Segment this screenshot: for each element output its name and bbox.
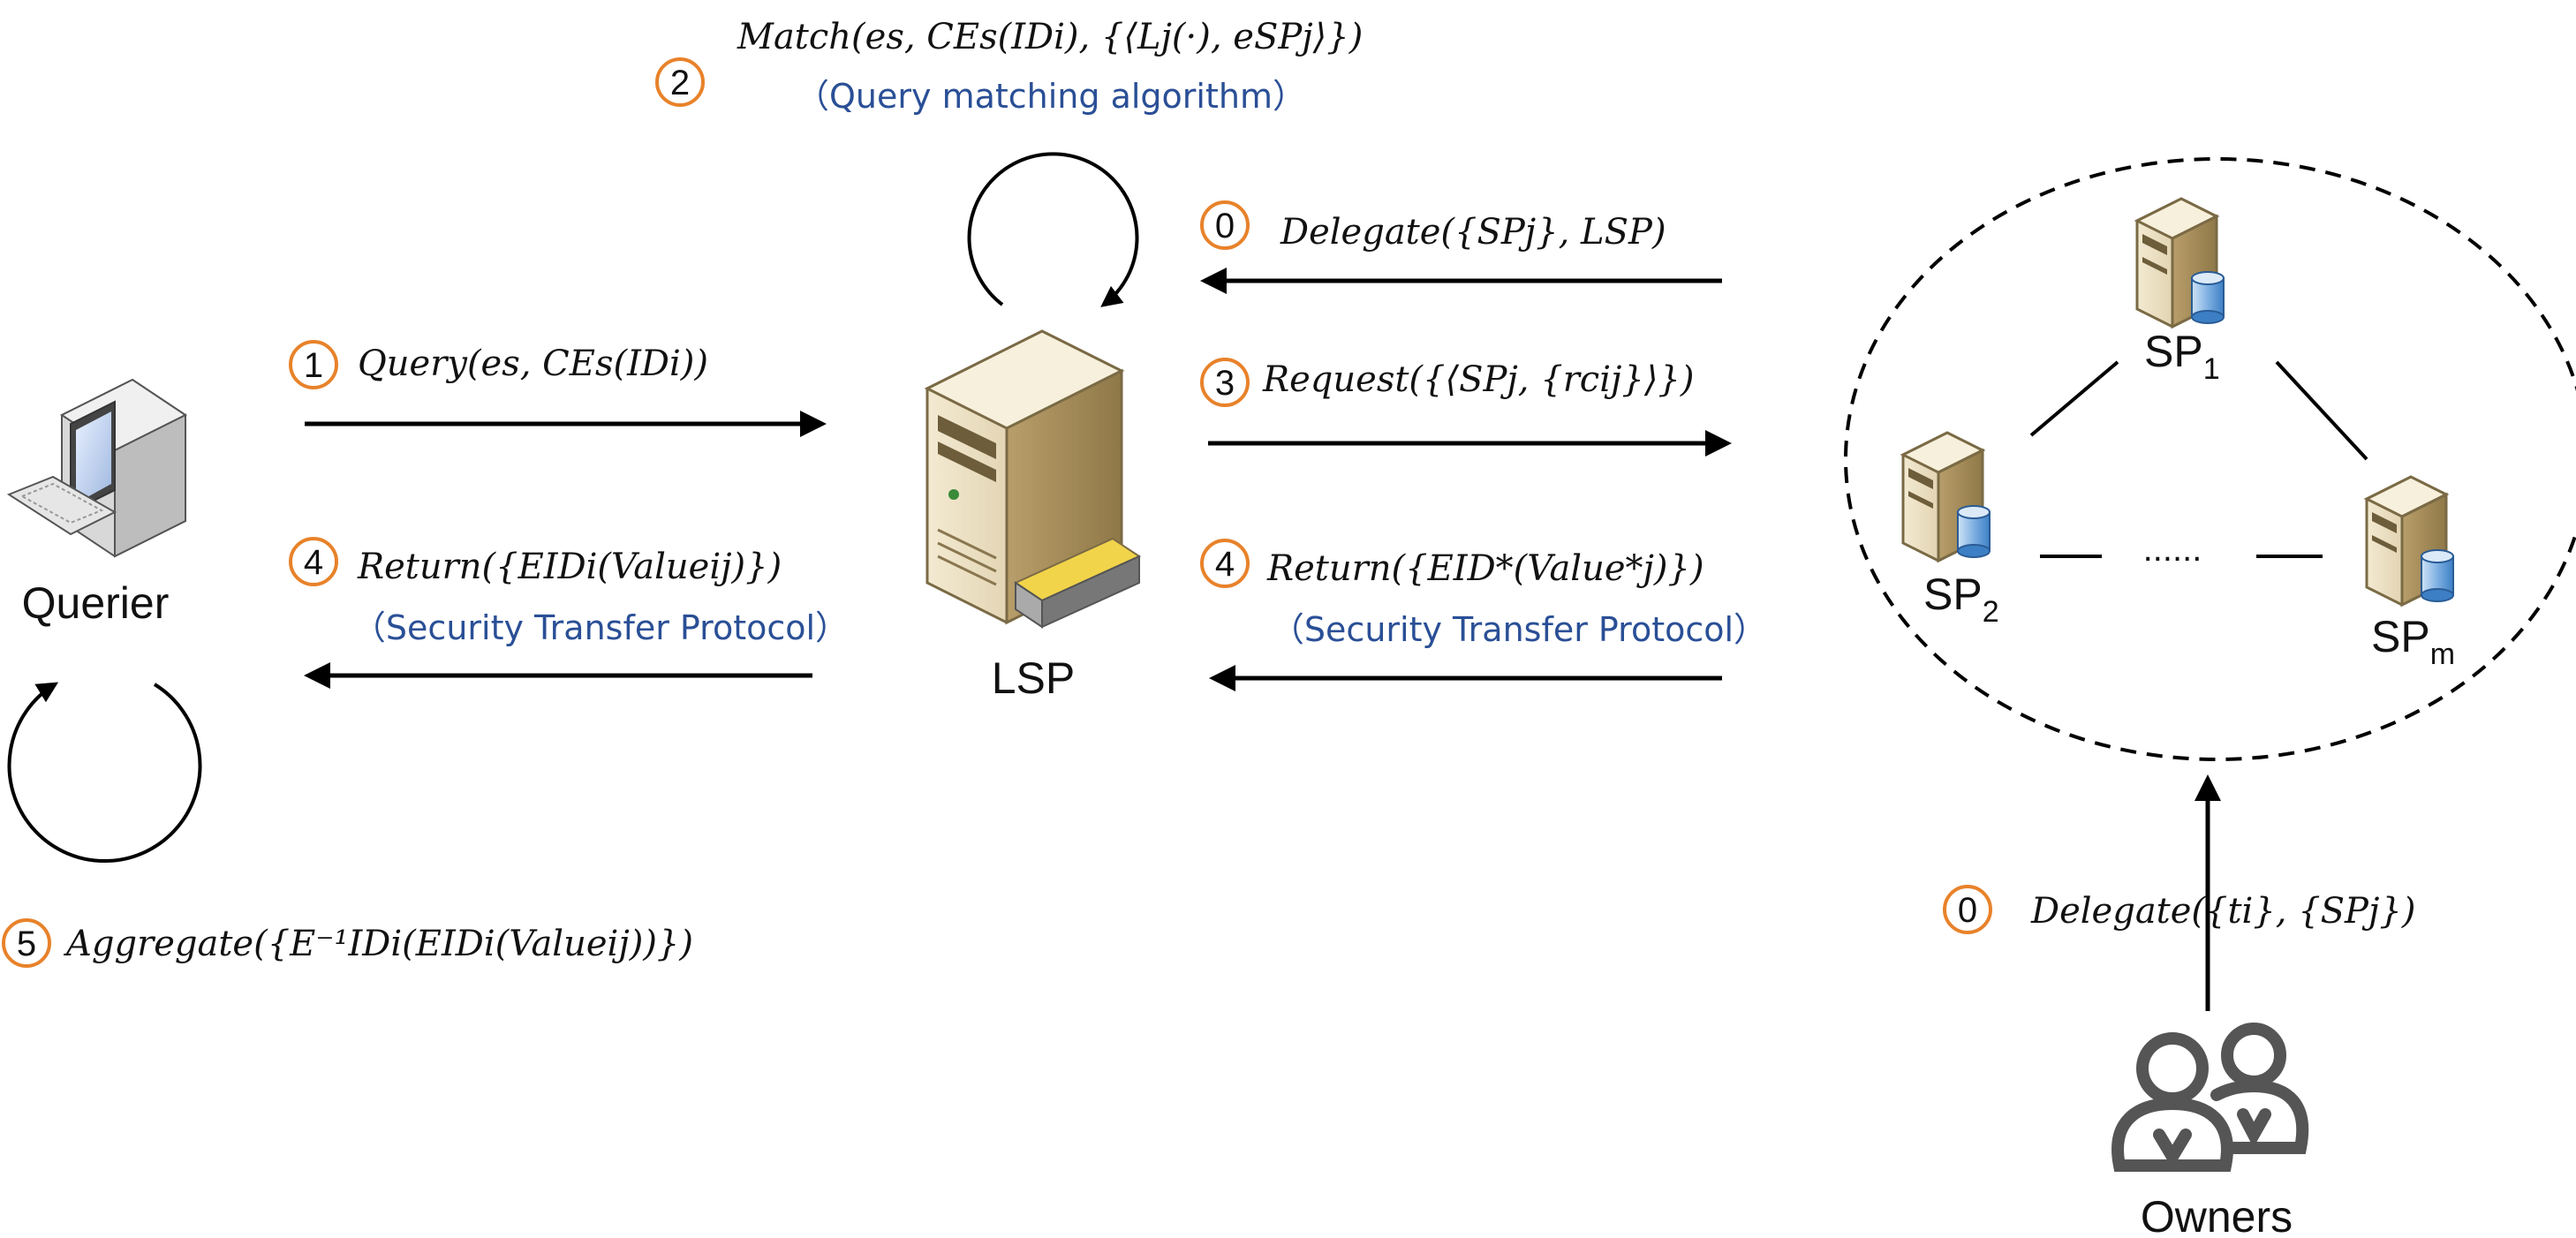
step-2-formula: Match(es, CEs(IDi), {⟨Lj(·), eSPj⟩})	[737, 17, 1363, 57]
sp-dots: ......	[2143, 530, 2202, 569]
step-0b-number: 0	[1958, 891, 1977, 930]
sp1-spm-link	[2275, 360, 2368, 461]
database-icon	[2421, 549, 2454, 602]
spm-server-icon	[2363, 475, 2454, 608]
step-5-formula: Aggregate({E⁻¹IDi(EIDi(Valueij))})	[63, 924, 693, 964]
database-icon	[1957, 505, 1991, 558]
step-0a-formula: Delegate({SPj}, LSP)	[1280, 212, 1666, 253]
sp1-server-icon	[2134, 197, 2225, 329]
step-4a-subtitle: （Security Transfer Protocol）	[352, 608, 849, 647]
step-0b-formula: Delegate({ti}, {SPj})	[2030, 891, 2415, 932]
step-3-formula: Request({⟨SPj, {rcij}⟩})	[1262, 359, 1695, 400]
step-1-badge	[289, 340, 338, 389]
step-4a-badge	[289, 537, 338, 586]
step-4b-badge	[1200, 539, 1250, 588]
step-1-formula: Query(es, CEs(IDi))	[358, 343, 708, 384]
match-loop-arrow	[967, 152, 1139, 307]
step-5-badge	[2, 918, 51, 968]
owners-label: Owners	[2141, 1192, 2293, 1238]
computer-icon	[6, 378, 187, 558]
lsp-label: LSP	[992, 653, 1076, 703]
step-1-number: 1	[304, 346, 323, 385]
aggregate-loop-arrow	[7, 682, 202, 863]
step-2-number: 2	[670, 64, 690, 102]
step-0b-badge	[1943, 885, 1992, 934]
step-4b-formula: Return({EID*(Value*j)})	[1266, 548, 1704, 589]
sp1-label: SP1	[2144, 327, 2220, 386]
step-3-badge	[1200, 358, 1250, 407]
step-5-number: 5	[17, 925, 36, 963]
querier-label: Querier	[22, 578, 170, 628]
sp2-server-icon	[1900, 431, 1991, 563]
step-4b-number: 4	[1215, 545, 1235, 584]
step-4a-number: 4	[304, 543, 323, 582]
step-0a-number: 0	[1215, 207, 1235, 245]
step-4b-subtitle: （Security Transfer Protocol）	[1271, 610, 1767, 649]
step-2-subtitle: （Query matching algorithm）	[796, 77, 1306, 116]
sp2-label: SP2	[1923, 570, 1999, 629]
step-4a-formula: Return({EIDi(Valueij)})	[357, 547, 782, 587]
database-icon	[2191, 271, 2225, 324]
users-icon	[2111, 1023, 2309, 1172]
server-icon	[924, 329, 1142, 629]
step-3-number: 3	[1215, 364, 1235, 403]
spm-label: SPm	[2371, 612, 2455, 671]
step-0a-badge	[1200, 200, 1250, 250]
step-2-badge	[655, 57, 705, 107]
sp1-sp2-link	[2029, 360, 2119, 437]
